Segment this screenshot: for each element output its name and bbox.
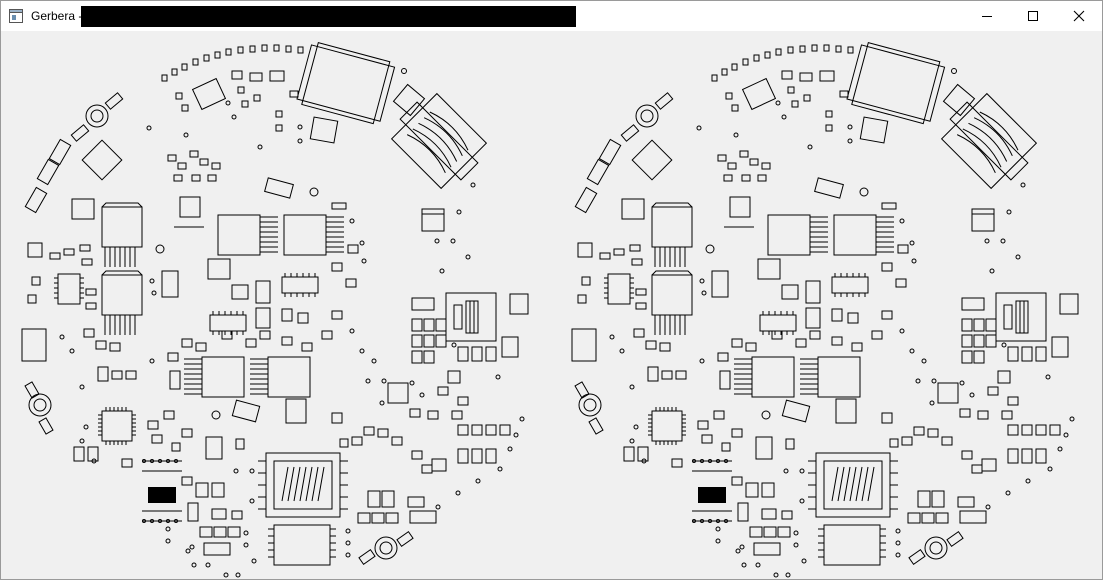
minimize-icon bbox=[982, 16, 992, 17]
minimize-button[interactable] bbox=[964, 1, 1010, 31]
maximize-icon bbox=[1028, 11, 1038, 21]
pcb-artwork bbox=[21, 42, 529, 578]
pcb-artwork-copy bbox=[571, 40, 1079, 578]
pcb-layer-view-left[interactable] bbox=[2, 31, 551, 579]
maximize-button[interactable] bbox=[1010, 1, 1056, 31]
close-icon bbox=[1073, 10, 1085, 22]
title-bar[interactable]: Gerbera - bbox=[1, 1, 1102, 31]
window-title: Gerbera - bbox=[31, 9, 83, 23]
close-button[interactable] bbox=[1056, 1, 1102, 31]
pcb-layer-view-right[interactable] bbox=[552, 31, 1101, 579]
app-window-icon bbox=[9, 9, 23, 23]
render-canvas[interactable] bbox=[2, 31, 1101, 579]
redacted-path bbox=[81, 6, 576, 27]
